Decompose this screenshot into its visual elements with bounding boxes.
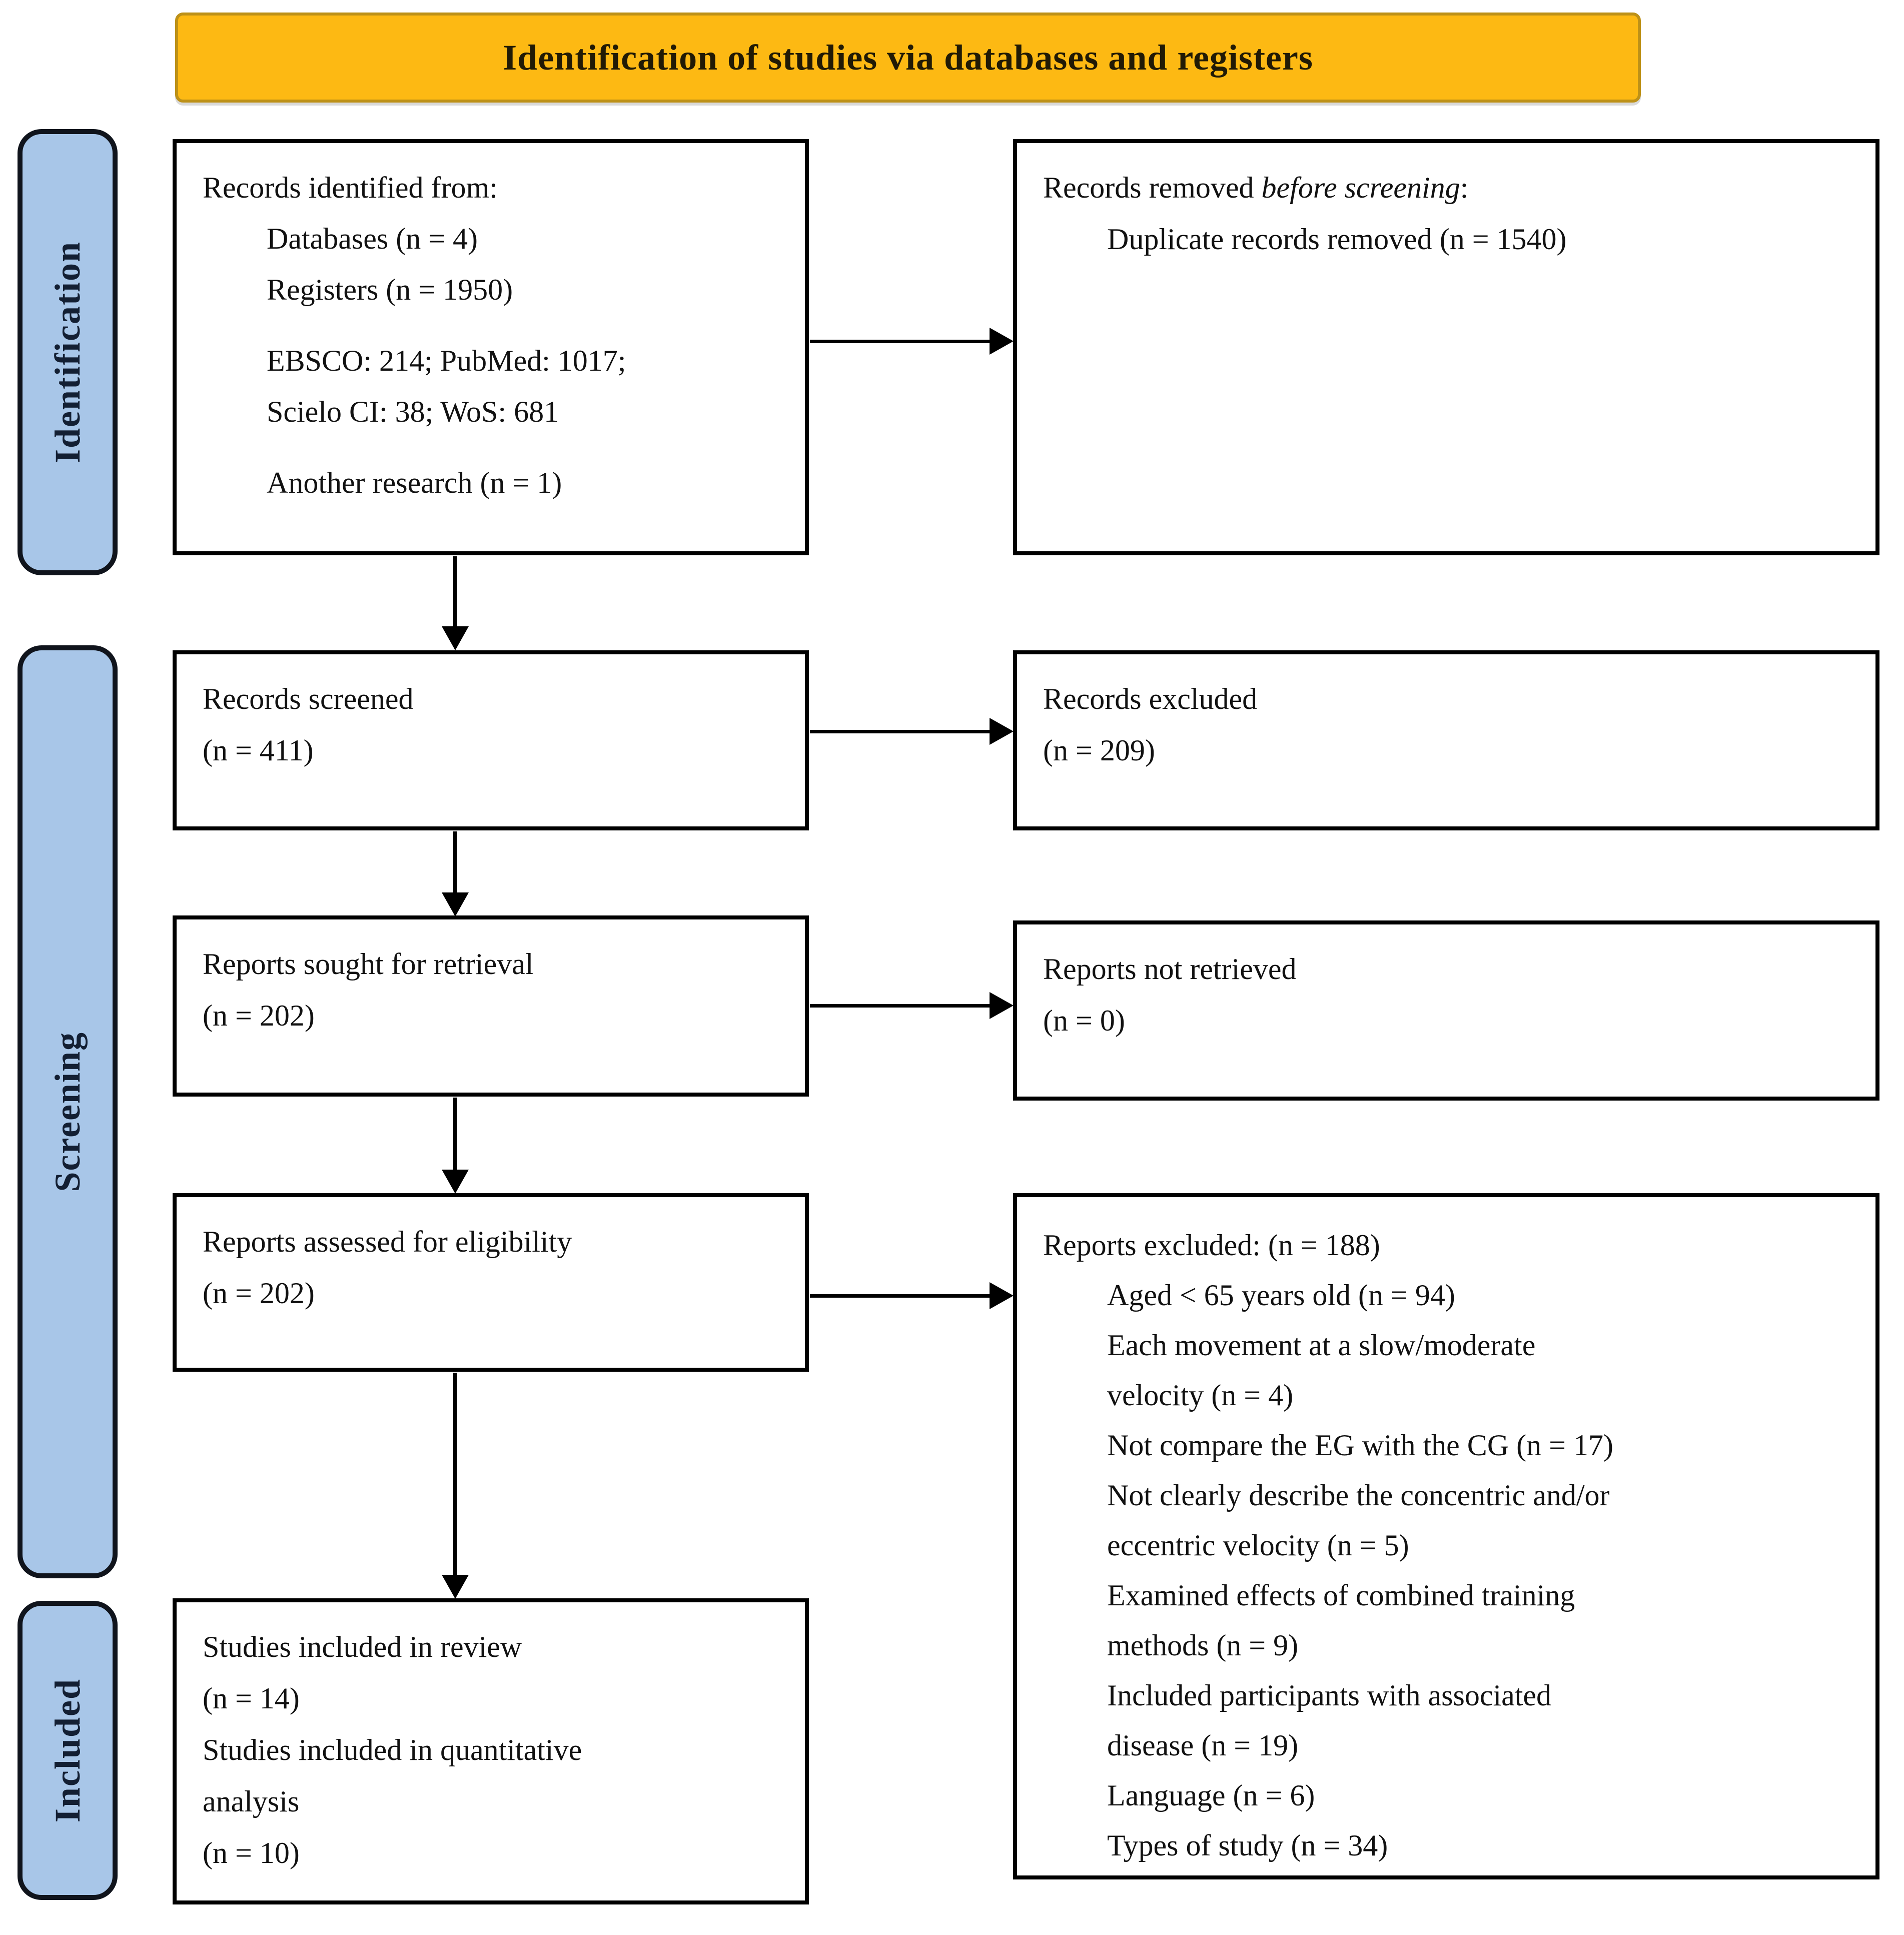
- arrow-screened-to-sought-line: [453, 831, 457, 893]
- records-excluded-count: (n = 209): [1043, 734, 1155, 767]
- reports-excluded-reason: velocity (n = 4): [1107, 1379, 1294, 1412]
- box-reports-not-retrieved: Reports not retrieved (n = 0): [1013, 920, 1879, 1101]
- reports-excluded-title: Reports excluded: (n = 188): [1043, 1229, 1380, 1262]
- studies-included-review: Studies included in review: [203, 1630, 522, 1663]
- reports-excluded-reason: Not clearly describe the concentric and/…: [1107, 1479, 1610, 1512]
- records-excluded-label: Records excluded: [1043, 682, 1258, 715]
- box-records-removed: Records removed before screening: Duplic…: [1013, 139, 1879, 555]
- arrow-identified-to-screened-line: [453, 556, 457, 628]
- stage-label-identification: Identification: [18, 129, 118, 575]
- records-removed-title: Records removed before screening:: [1043, 162, 1855, 214]
- reports-sought-label: Reports sought for retrieval: [203, 947, 534, 981]
- arrow-sought-to-assessed-line: [453, 1098, 457, 1171]
- reports-excluded-reason: Examined effects of combined training: [1107, 1579, 1575, 1612]
- records-identified-sources-1: EBSCO: 214; PubMed: 1017;: [267, 344, 626, 377]
- stage-label-identification-text: Identification: [47, 241, 88, 463]
- records-removed-title-suffix: :: [1460, 171, 1469, 204]
- arrow-down-icon: [442, 1170, 469, 1194]
- records-removed-title-emphasis: before screening: [1261, 171, 1460, 204]
- arrow-right-icon: [990, 718, 1014, 745]
- records-screened-count: (n = 411): [203, 734, 314, 767]
- arrow-right-icon: [990, 328, 1014, 355]
- banner-title-box: Identification of studies via databases …: [175, 13, 1641, 103]
- box-records-excluded: Records excluded (n = 209): [1013, 650, 1879, 830]
- studies-included-quant-2: analysis: [203, 1785, 300, 1818]
- reports-excluded-reason: methods (n = 9): [1107, 1629, 1299, 1662]
- records-screened-label: Records screened: [203, 682, 414, 715]
- box-studies-included: Studies included in review (n = 14) Stud…: [173, 1598, 809, 1904]
- arrow-sought-to-notretrieved-line: [810, 1004, 990, 1008]
- arrow-assessed-to-included-line: [453, 1373, 457, 1576]
- box-records-screened: Records screened (n = 411): [173, 650, 809, 830]
- records-removed-duplicates: Duplicate records removed (n = 1540): [1107, 223, 1567, 256]
- arrow-down-icon: [442, 626, 469, 650]
- arrow-right-icon: [990, 992, 1014, 1019]
- records-identified-other: Another research (n = 1): [267, 466, 562, 499]
- records-identified-title: Records identified from:: [203, 171, 498, 204]
- box-reports-excluded: Reports excluded: (n = 188) Aged < 65 ye…: [1013, 1193, 1879, 1879]
- arrow-screened-to-excluded-line: [810, 730, 990, 733]
- reports-excluded-reason: Each movement at a slow/moderate: [1107, 1329, 1536, 1362]
- reports-not-retrieved-count: (n = 0): [1043, 1004, 1125, 1037]
- arrow-identified-to-removed-line: [810, 340, 990, 343]
- reports-assessed-label: Reports assessed for eligibility: [203, 1225, 572, 1258]
- box-records-identified: Records identified from: Databases (n = …: [173, 139, 809, 555]
- reports-excluded-reason: disease (n = 19): [1107, 1729, 1299, 1762]
- arrow-down-icon: [442, 1575, 469, 1599]
- box-reports-sought: Reports sought for retrieval (n = 202): [173, 915, 809, 1097]
- reports-excluded-reason: Language (n = 6): [1107, 1779, 1315, 1812]
- records-identified-sources-2: Scielo CI: 38; WoS: 681: [267, 395, 559, 428]
- records-removed-title-prefix: Records removed: [1043, 171, 1262, 204]
- stage-label-included: Included: [18, 1601, 118, 1900]
- reports-excluded-reason: Not compare the EG with the CG (n = 17): [1107, 1429, 1613, 1462]
- studies-included-quant-count: (n = 10): [203, 1836, 300, 1869]
- studies-included-quant-1: Studies included in quantitative: [203, 1733, 582, 1766]
- records-identified-databases: Databases (n = 4): [267, 222, 478, 255]
- reports-excluded-reason: eccentric velocity (n = 5): [1107, 1529, 1409, 1562]
- reports-excluded-reason: Included participants with associated: [1107, 1679, 1552, 1712]
- reports-sought-count: (n = 202): [203, 999, 315, 1032]
- arrow-right-icon: [990, 1282, 1014, 1309]
- arrow-down-icon: [442, 892, 469, 916]
- arrow-assessed-to-excluded-line: [810, 1294, 990, 1298]
- reports-assessed-count: (n = 202): [203, 1277, 315, 1310]
- reports-excluded-reason: Aged < 65 years old (n = 94): [1107, 1279, 1455, 1312]
- stage-label-screening: Screening: [18, 645, 118, 1578]
- studies-included-review-count: (n = 14): [203, 1682, 300, 1715]
- reports-excluded-reason: Types of study (n = 34): [1107, 1829, 1388, 1862]
- reports-not-retrieved-label: Reports not retrieved: [1043, 952, 1297, 986]
- stage-label-screening-text: Screening: [47, 1032, 88, 1192]
- stage-label-included-text: Included: [47, 1678, 88, 1823]
- box-reports-assessed: Reports assessed for eligibility (n = 20…: [173, 1193, 809, 1372]
- records-identified-registers: Registers (n = 1950): [267, 273, 513, 306]
- banner-title: Identification of studies via databases …: [503, 37, 1313, 78]
